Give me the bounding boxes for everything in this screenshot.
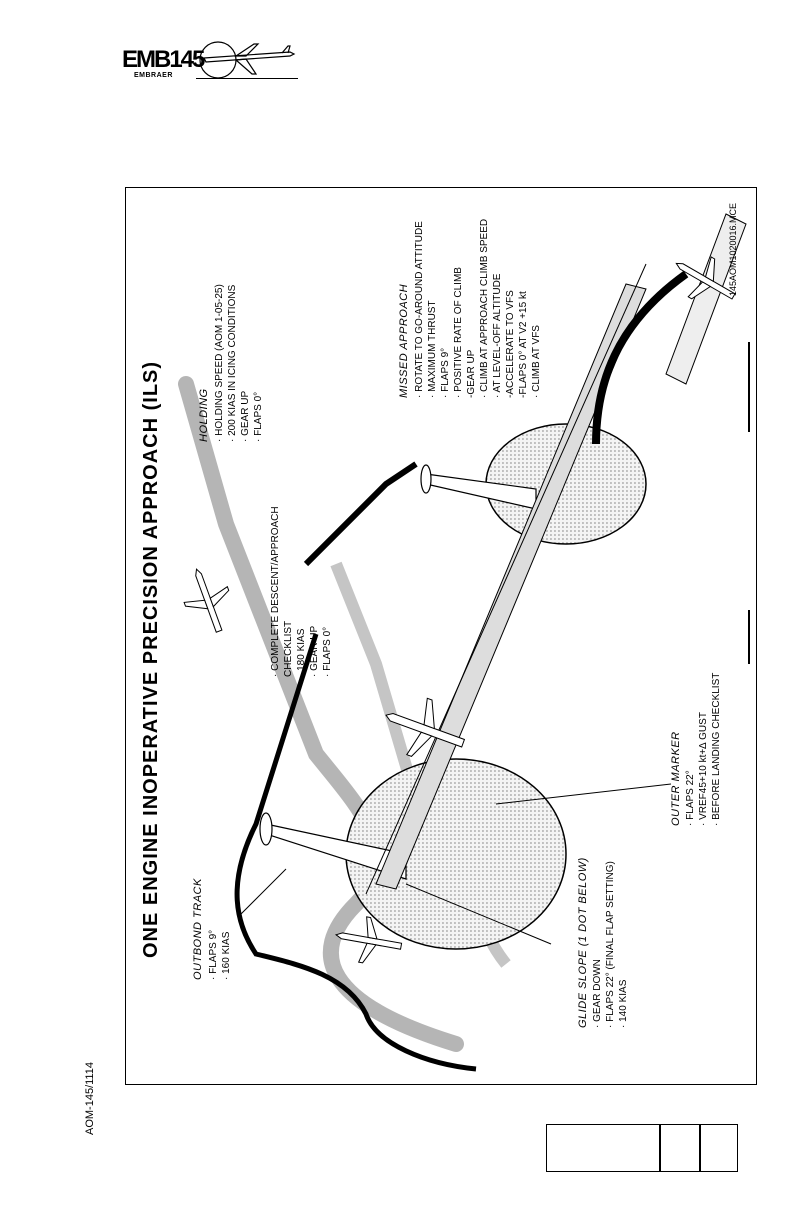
missed-approach-climb [592,270,689,445]
figure-title: ONE ENGINE INOPERATIVE PRECISION APPROAC… [140,360,162,958]
airplane-logo-icon [199,41,296,79]
holding-item-4: · FLAPS 0° [253,391,264,442]
missed-approach-item-6: · CLIMB AT APPROACH CLIMB SPEED [479,218,490,398]
aircraft-descent-icon [183,568,230,633]
missed-approach-item-8: -ACCELERATE TO VFS [505,290,516,398]
glide-slope-item-1: · GEAR DOWN [592,959,603,1028]
logo-underline [196,78,298,79]
logo-model-text: EMB145 [122,46,205,73]
outer-marker-heading: OUTER MARKER [670,731,682,826]
glide-slope-heading: GLIDE SLOPE (1 DOT BELOW) [577,857,589,1028]
flight-path [234,633,477,1072]
descent-item-3: · 180 KIAS [296,628,307,677]
missed-approach-item-4: · POSITIVE RATE OF CLIMB [453,267,464,398]
missed-approach-item-1: · ROTATE TO GO-AROUND ATTITUDE [414,221,425,398]
missed-approach-item-7: · AT LEVEL-OFF ALTITUDE [492,273,503,398]
embraer-logo: EMB145 EMBRAER [120,40,300,90]
table-divider [659,1125,661,1171]
descent-item-2: CHECKLIST [283,620,294,677]
figure-file-id: 145AOM1020016.MCE [728,202,738,296]
ils-approach-illustration [178,213,747,1072]
aircraft-outbound-icon [334,916,403,964]
holding-item-1: · HOLDING SPEED (AOM 1-05-25) [214,284,225,442]
revision-bar [748,342,750,432]
outer-marker-item-2: · VREF45+10 kt+∆ GUST [698,712,709,826]
figure-frame [125,187,757,1085]
missed-approach-item-9: -FLAPS 0° AT V2 +15 kt [518,291,529,398]
descent-item-5: · FLAPS 0° [322,626,333,677]
outbond-item-2: · 160 KIAS [221,931,232,980]
outbond-track-heading: OUTBOND TRACK [192,878,204,980]
missed-approach-item-2: · MAXIMUM THRUST [427,300,438,398]
missed-approach-heading: MISSED APPROACH [398,283,410,398]
outer-marker-item-3: · BEFORE LANDING CHECKLIST [711,672,722,826]
descent-item-1: · COMPLETE DESCENT/APPROACH [270,506,281,677]
missed-approach-item-5: -GEAR UP [466,349,477,398]
ground-shadow-track [178,376,464,1052]
table-divider [699,1125,701,1171]
holding-item-3: · GEAR UP [240,390,251,442]
glide-slope-item-2: · FLAPS 22° (FINAL FLAP SETTING) [605,861,616,1028]
glide-slope-item-3: · 140 KIAS [618,979,629,1028]
missed-approach-item-10: · CLIMB AT VFS [531,325,542,398]
page-info-table [546,1124,738,1172]
outbond-item-1: · FLAPS 9° [208,929,219,980]
missed-approach-item-3: · FLAPS 9° [440,347,451,398]
document-id: AOM-145/1114 [84,1062,96,1135]
holding-item-2: · 200 KIAS IN ICING CONDITIONS [227,284,238,442]
outer-marker-item-1: · FLAPS 22° [685,770,696,826]
aircraft-final-approach-icon [385,697,466,757]
descent-item-4: · GEAR UP [309,625,320,677]
holding-heading: HOLDING [198,388,210,442]
revision-bar [748,610,750,664]
logo-brand-text: EMBRAER [134,72,173,79]
aircraft-missed-approach-icon [675,256,736,300]
